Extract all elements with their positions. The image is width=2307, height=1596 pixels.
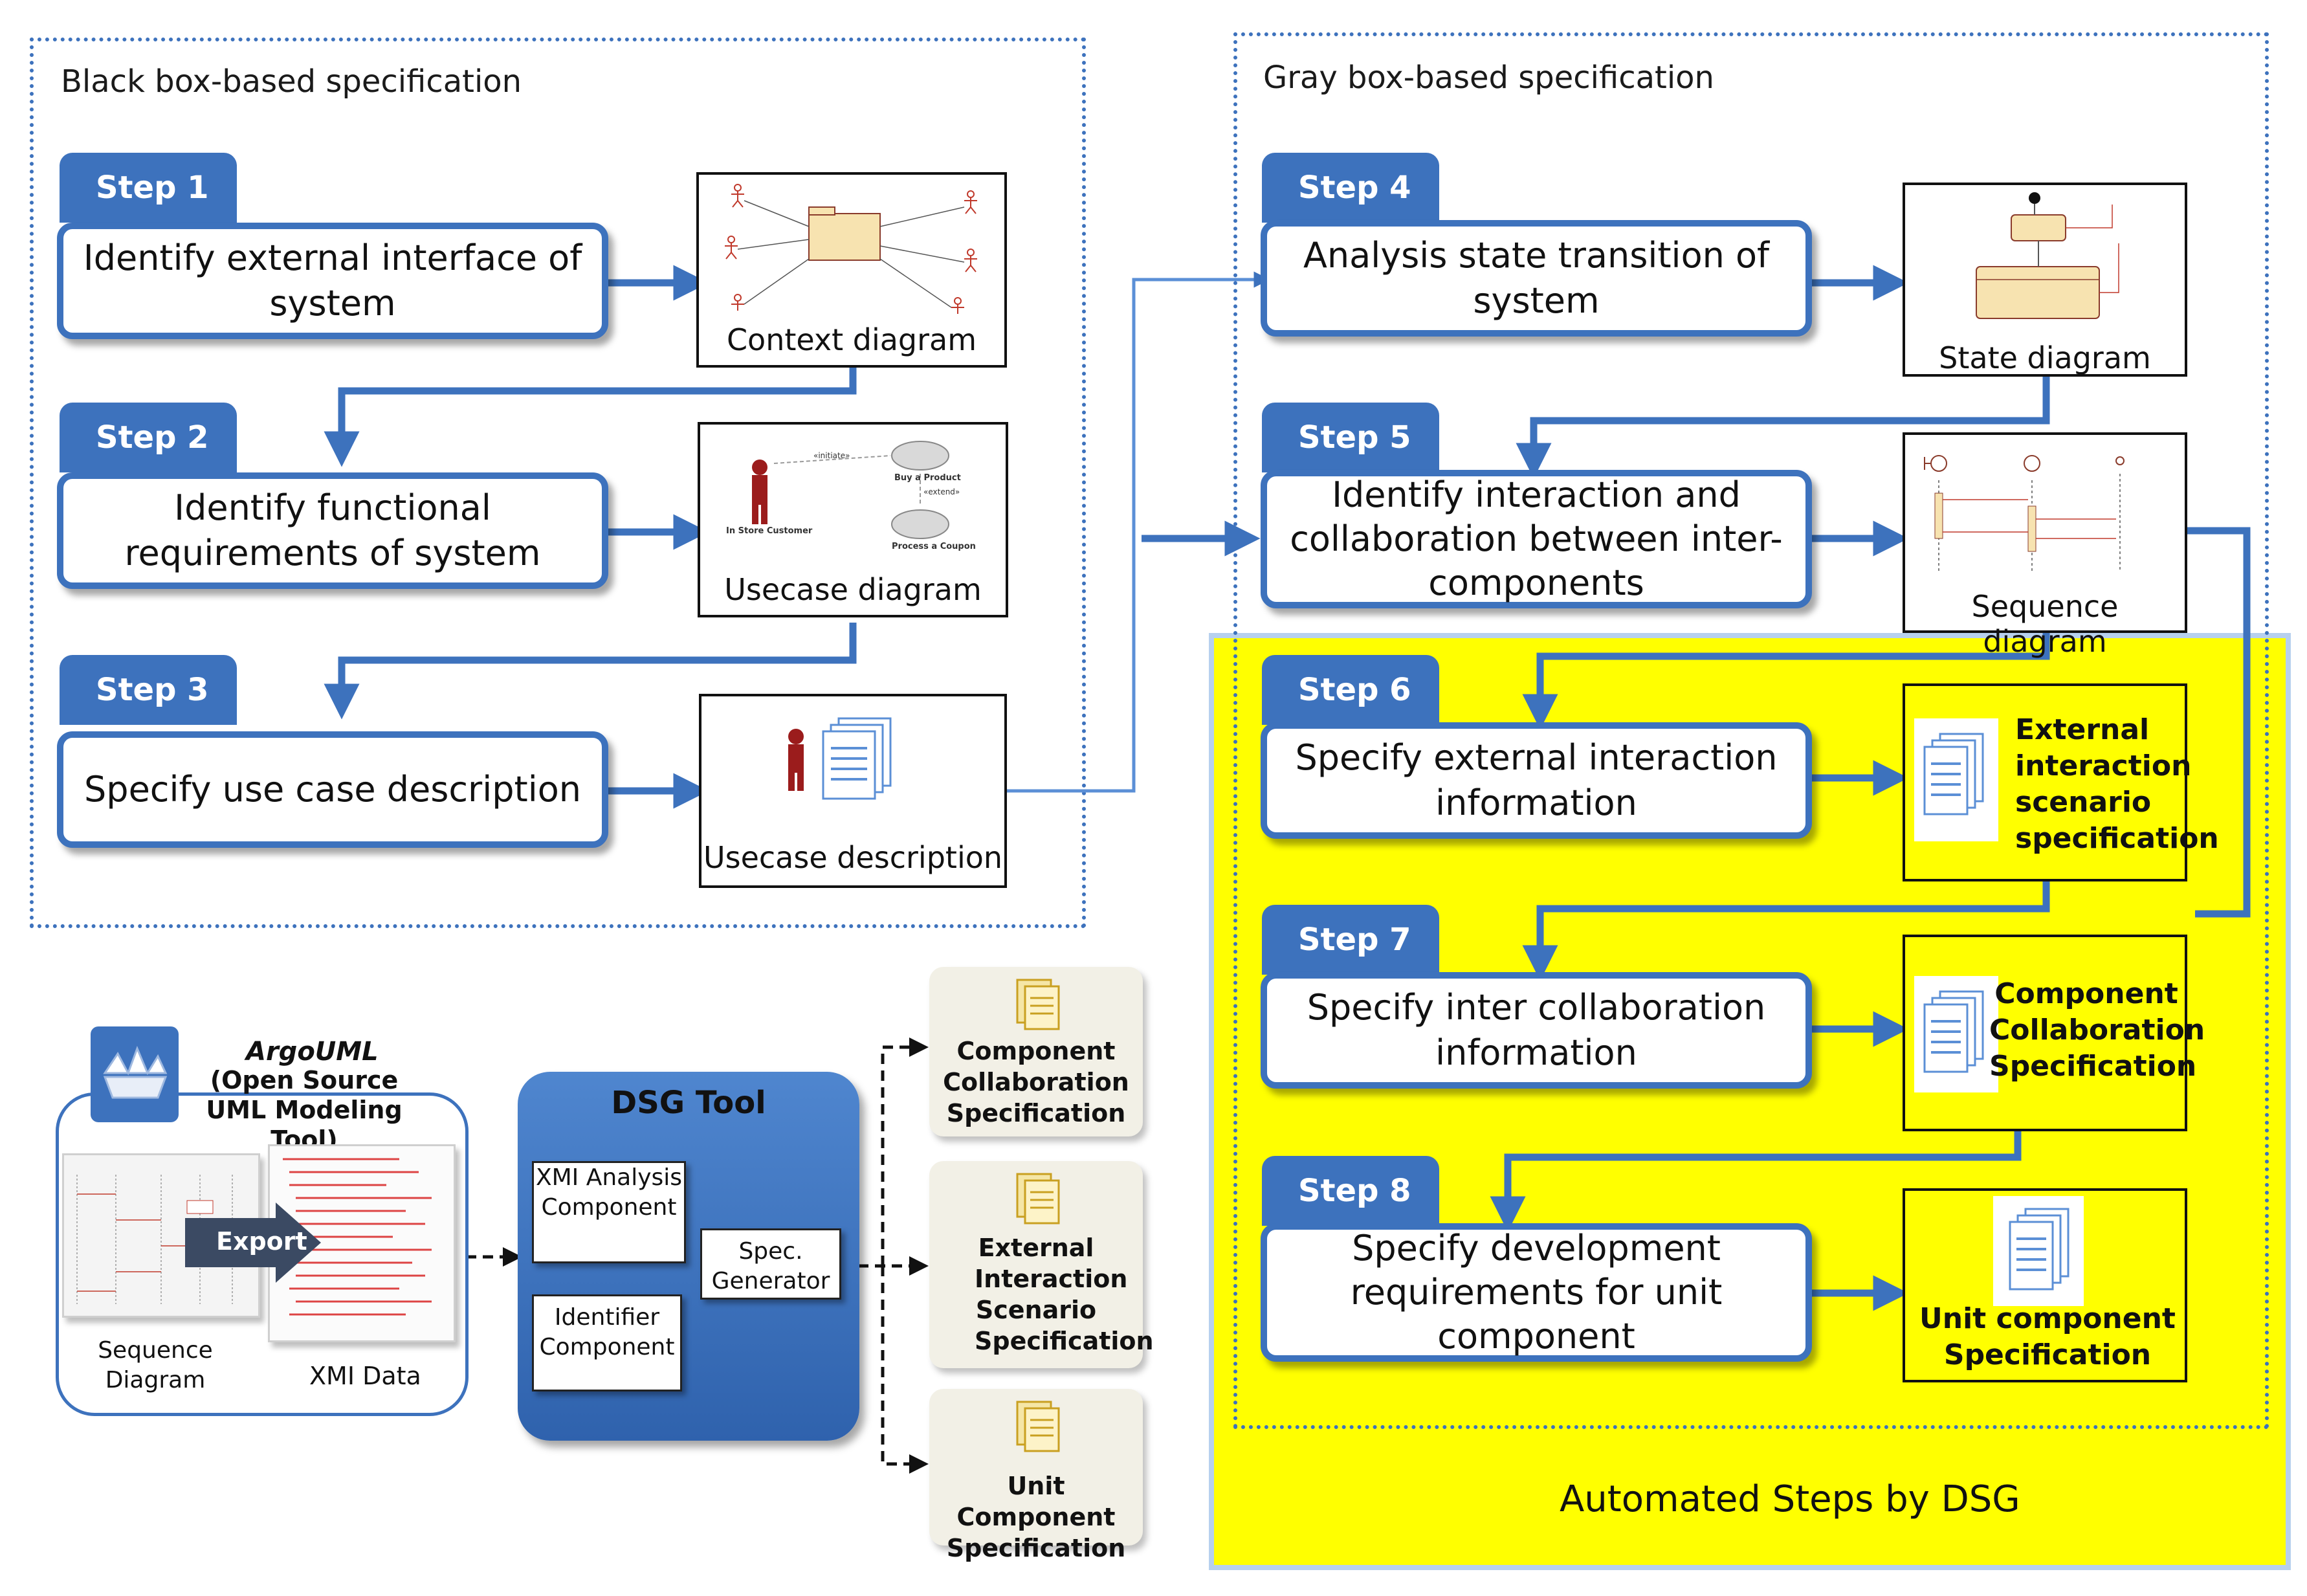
document-icon [1016,979,1060,1030]
black-box-title: Black box-based specification [61,63,522,100]
step-6-tab: Step 6 [1262,655,1439,725]
step-5-tab: Step 5 [1262,403,1439,472]
output-1-label: Component Collaboration Specification [943,1037,1129,1127]
usecase-rel1: «initiate» [813,451,850,460]
step-7-box: Specify inter collaboration information [1261,972,1812,1089]
component-collaboration-spec-label: Component Collaboration Specification [1989,977,2205,1083]
step-1-box: Identify external interface of system [57,223,608,339]
sequence-diagram-box: Sequence diagram [1903,432,2187,659]
gray-box-region [1233,32,2269,1429]
usecase-rel2: «extend» [923,487,960,496]
step-6-box: Specify external interaction information [1261,722,1812,839]
output-3-label: Unit Component Specification [946,1472,1126,1562]
sequence-diagram-caption: Sequence Diagram [98,1337,213,1393]
usecase-diagram-thumbnail: «initiate» «extend» In Store Customer Bu… [726,441,976,551]
usecase-description-label: Usecase description [703,840,1003,875]
output-unit-component-spec: Unit Component Specification [929,1389,1143,1562]
automated-steps-label: Automated Steps by DSG [1560,1478,2020,1520]
unit-component-spec-box: Unit component Specification [1903,1188,2187,1382]
step-8-tab: Step 8 [1262,1156,1439,1226]
xmi-data-caption: XMI Data [309,1362,421,1390]
argouml-logo [91,1026,179,1122]
dsg-tool-title: DSG Tool [611,1085,766,1121]
unit-component-spec-label: Unit component Specification [1919,1302,2176,1371]
step-4-box: Analysis state transition of system [1261,220,1812,337]
external-interaction-spec-label: External interaction scenario specificat… [2015,713,2219,855]
usecase-diagram-label: Usecase diagram [724,572,982,607]
step-1-tab: Step 1 [60,153,237,223]
state-diagram-thumbnail [1976,192,2119,319]
gray-box-title: Gray box-based specification [1263,60,1714,96]
export-label: Export [216,1227,307,1256]
external-interaction-spec-box: External interaction scenario specificat… [1903,683,2219,881]
document-icon [1016,1401,1060,1452]
step-7-tab: Step 7 [1262,905,1439,975]
step-5-box: Identify interaction and collaboration b… [1261,470,1812,608]
output-2-label: External Interaction Scenario Specificat… [975,1234,1154,1355]
state-diagram-box: State diagram [1903,183,2187,377]
argouml-name: ArgoUML [246,1037,379,1067]
xmi-code-lines [283,1158,432,1316]
spec-generator: Spec. Generator [700,1228,841,1300]
usecase-description-icon [788,717,892,800]
xmi-analysis-component: XMI Analysis Component [532,1161,686,1263]
document-stack-icon [1993,1196,2084,1306]
document-stack-icon [1914,718,1998,841]
step-4-tab: Step 4 [1262,153,1439,223]
context-diagram-thumbnail [725,184,977,314]
usecase-actor: In Store Customer [726,526,813,536]
step-2-box: Identify functional requirements of syst… [57,472,608,589]
step-8-box: Specify development requirements for uni… [1261,1223,1812,1362]
argouml-subtitle: (Open Source UML Modeling Tool) [206,1066,403,1154]
context-diagram-box: Context diagram [696,172,1007,368]
context-diagram-label: Context diagram [726,322,977,357]
step-3-box: Specify use case description [57,731,608,848]
usecase-uc1: Buy a Product [894,473,961,483]
state-diagram-label: State diagram [1939,340,2151,375]
component-collaboration-spec-box: Component Collaboration Specification [1903,935,2205,1131]
black-box-region [30,38,1086,928]
export-arrow [185,1203,321,1283]
sequence-diagram-label: Sequence diagram [1971,589,2119,659]
usecase-uc2: Process a Coupon [892,542,976,551]
document-icon [1016,1173,1060,1225]
step-2-tab: Step 2 [60,403,237,472]
document-stack-icon [1914,976,1998,1092]
identifier-component: Identifier Component [532,1294,682,1391]
paper-boat-icon [103,1045,168,1099]
output-external-interaction-spec: External Interaction Scenario Specificat… [929,1161,1154,1368]
step-3-tab: Step 3 [60,655,237,725]
sequence-diagram-thumbnail [1924,455,2125,571]
output-component-collaboration-spec: Component Collaboration Specification [929,967,1143,1136]
usecase-description-box: Usecase description [699,694,1007,888]
usecase-diagram-box: «initiate» «extend» In Store Customer Bu… [698,422,1008,617]
